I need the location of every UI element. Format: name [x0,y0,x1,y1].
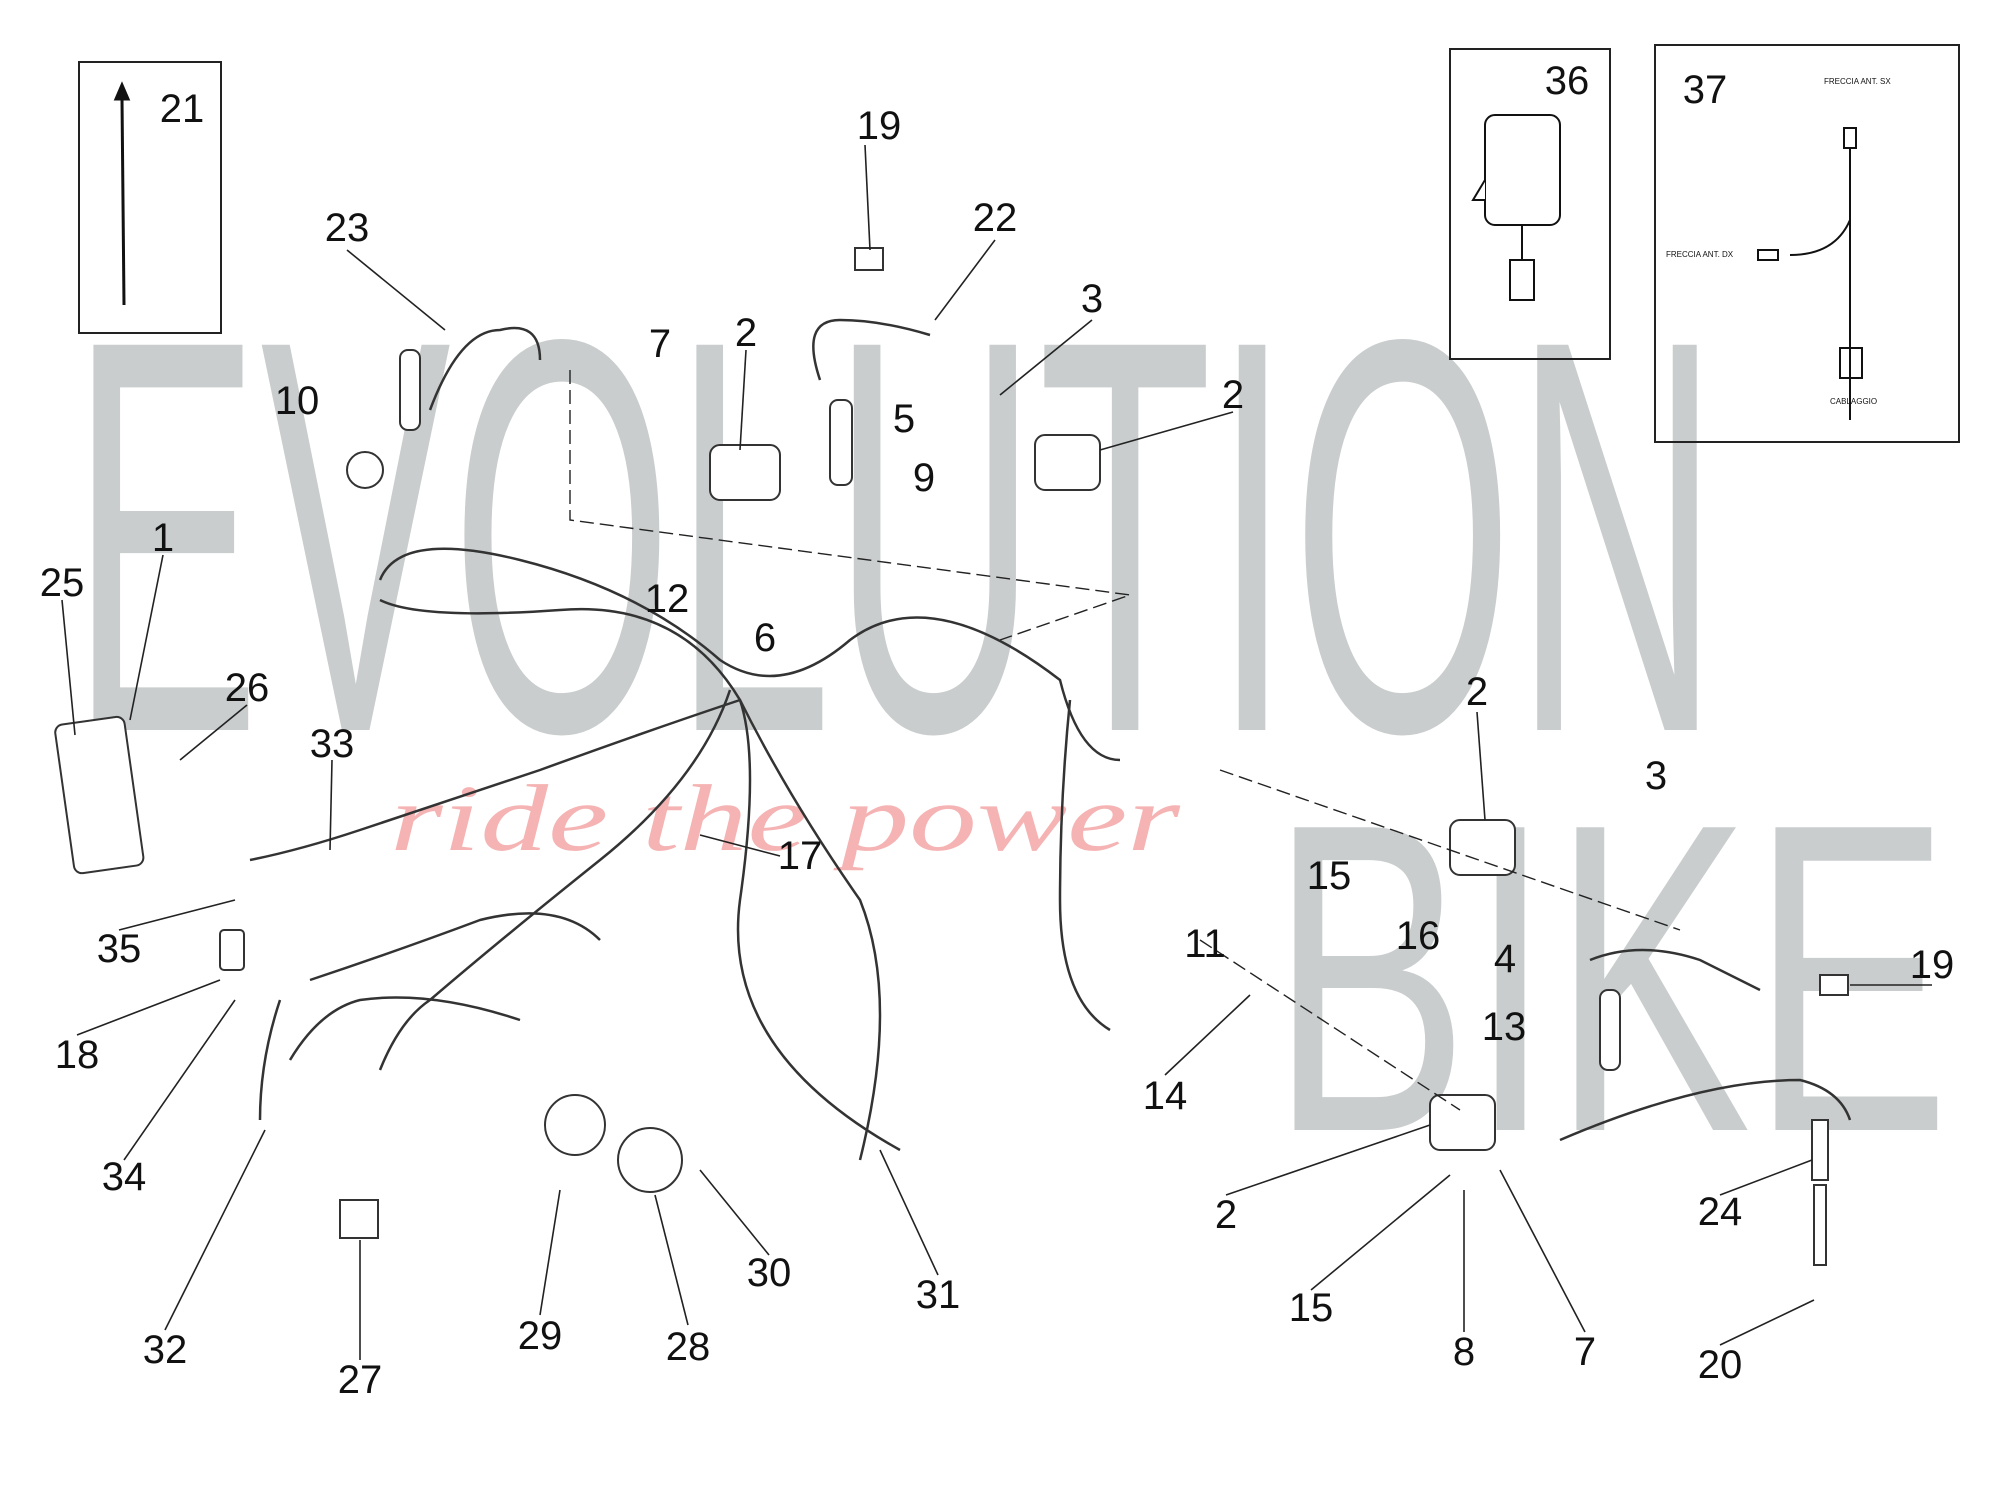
callout-18: 18 [54,1033,100,1077]
assembly-dash-lines [569,370,1681,1111]
callout-7: 7 [1573,1330,1597,1374]
callout-28: 28 [665,1325,711,1369]
callout-9: 9 [912,456,936,500]
tag-harness: CABLAGGIO [1830,397,1877,406]
callout-14: 14 [1142,1074,1188,1118]
leader-lines [61,144,1932,1360]
callout-3: 3 [1644,754,1668,798]
callout-23: 23 [324,206,370,250]
inset-box-37 [1654,44,1960,443]
callout-3: 3 [1080,277,1104,321]
callout-2: 2 [1465,670,1489,714]
callout-2: 2 [734,311,758,355]
callout-7: 7 [648,322,672,366]
callout-30: 30 [746,1251,792,1295]
callout-24: 24 [1697,1190,1743,1234]
callout-26: 26 [224,666,270,710]
callout-34: 34 [101,1155,147,1199]
callout-2: 2 [1214,1193,1238,1237]
callout-6: 6 [753,616,777,660]
callout-29: 29 [517,1314,563,1358]
callout-33: 33 [309,722,355,766]
callout-27: 27 [337,1358,383,1402]
callout-22: 22 [972,196,1018,240]
callout-13: 13 [1481,1005,1527,1049]
callout-4: 4 [1493,937,1517,981]
callout-32: 32 [142,1328,188,1372]
callout-2: 2 [1221,373,1245,417]
callout-10: 10 [274,379,320,423]
tag-right-front: FRECCIA ANT. DX [1666,250,1734,259]
callout-25: 25 [39,561,85,605]
callout-8: 8 [1452,1330,1476,1374]
callout-5: 5 [892,397,916,441]
callout-11: 11 [1184,922,1226,966]
inset-box-36 [1449,48,1611,360]
callout-37: 37 [1682,68,1728,112]
main-wiring-harness [249,318,1852,1161]
tag-left-front: FRECCIA ANT. SX [1824,77,1891,86]
callout-19: 19 [856,104,902,148]
inset-box-21 [78,61,222,334]
callout-19: 19 [1909,943,1955,987]
cable-tie-part [113,81,131,306]
turn-signal-harness-part [1757,127,1863,420]
callout-31: 31 [915,1273,961,1317]
callout-36: 36 [1544,59,1590,103]
callout-15: 15 [1306,854,1352,898]
callout-12: 12 [644,577,690,621]
callout-35: 35 [96,927,142,971]
callout-20: 20 [1697,1343,1743,1387]
callout-16: 16 [1395,914,1441,958]
callout-21: 21 [159,87,205,131]
components [54,247,1849,1266]
callout-17: 17 [777,834,823,878]
callout-1: 1 [151,516,175,560]
callout-15: 15 [1288,1286,1334,1330]
control-unit-part [1471,114,1561,301]
